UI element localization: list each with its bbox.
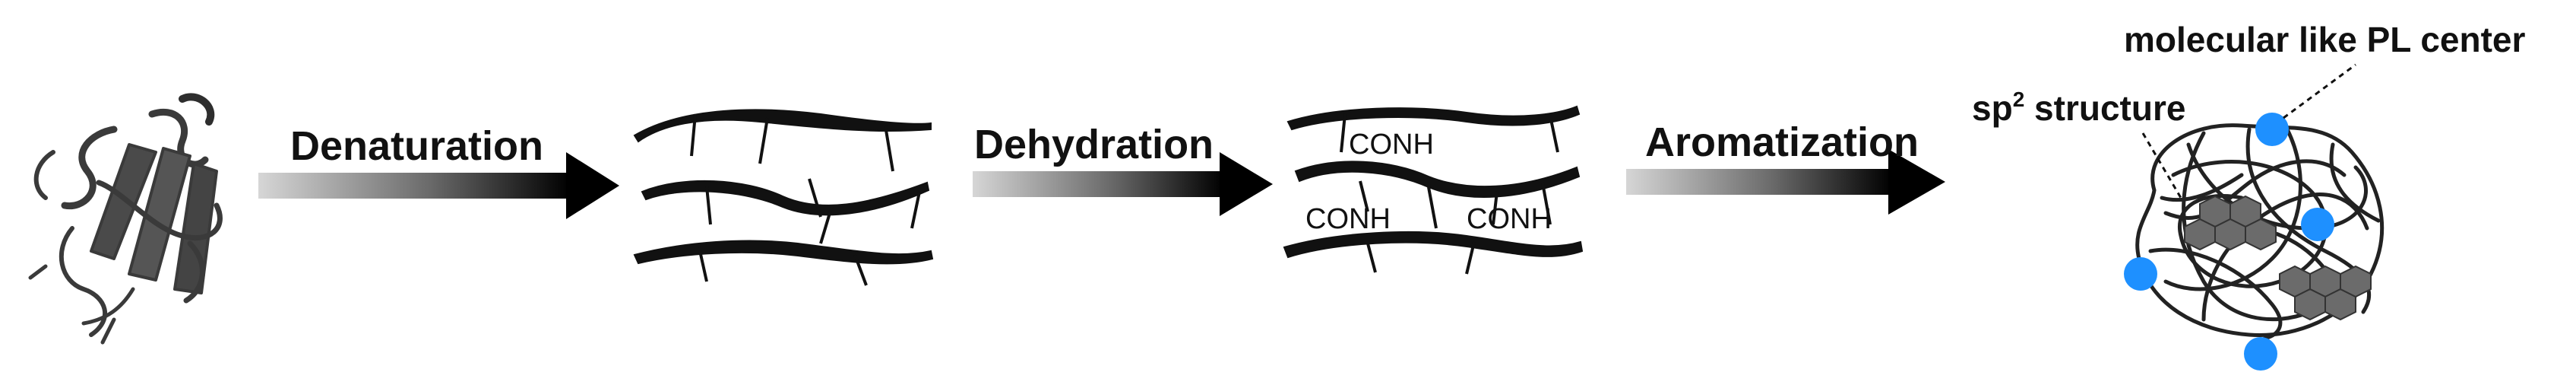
sp2-structure-annotation: sp2 structure — [1972, 88, 2185, 128]
sp2-sheet-right — [2279, 265, 2372, 321]
pl-center-dot — [2255, 113, 2289, 146]
denaturation-arrow — [258, 152, 619, 219]
conh-group-label-left: CONH — [1305, 203, 1391, 235]
pl-center-dot — [2124, 257, 2157, 291]
pl-centers — [2124, 113, 2334, 371]
pl-center-leader-line — [2283, 63, 2356, 119]
pl-center-annotation: molecular like PL center — [2124, 20, 2525, 59]
pl-center-dot — [2244, 337, 2277, 371]
conh-group-label-right: CONH — [1467, 203, 1552, 235]
sp2-sheet-left — [2184, 195, 2277, 251]
pl-center-dot — [2301, 208, 2334, 241]
conh-group-label-top: CONH — [1349, 129, 1434, 161]
sp2-superscript: 2 — [2013, 88, 2025, 111]
denatured-chains-illustration — [633, 109, 934, 286]
carbon-dot-illustration — [2135, 123, 2385, 341]
dehydration-arrow — [973, 152, 1273, 216]
crosslinked-chains-illustration — [1283, 105, 1584, 275]
sp2-leader-line — [2141, 132, 2182, 199]
step-label-aromatization: Aromatization — [1645, 119, 1919, 165]
aromatization-arrow — [1626, 149, 1945, 215]
native-protein-illustration — [28, 93, 223, 345]
step-label-dehydration: Dehydration — [974, 122, 1214, 167]
step-label-denaturation: Denaturation — [290, 123, 543, 169]
